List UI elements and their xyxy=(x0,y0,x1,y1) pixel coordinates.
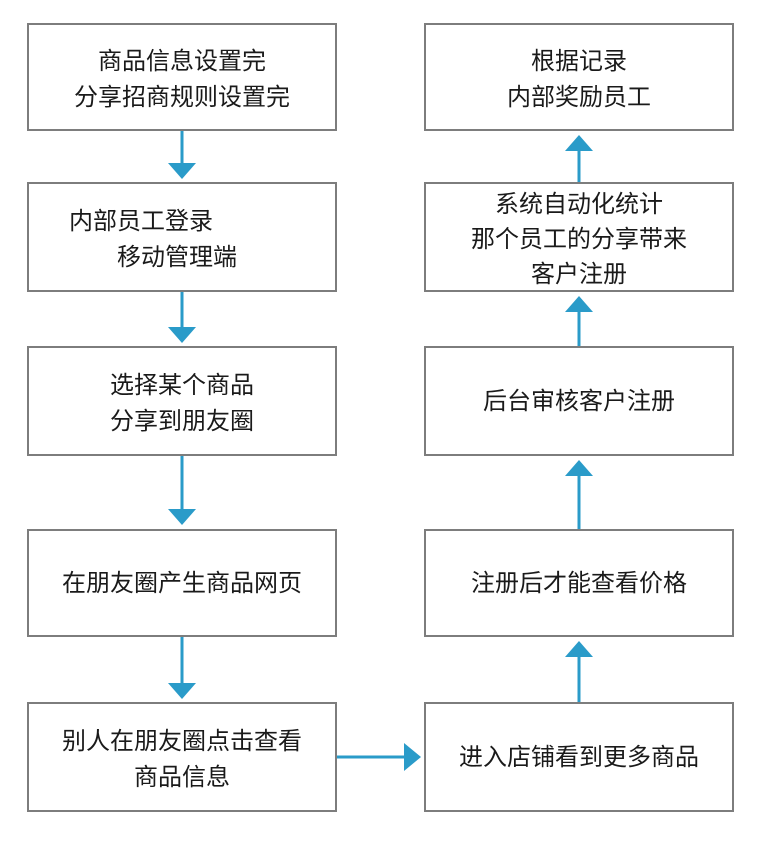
arrow-up-2 xyxy=(565,460,593,529)
node-text: 那个员工的分享带来 xyxy=(471,225,687,253)
arrow-up-3 xyxy=(565,296,593,346)
node-text: 客户注册 xyxy=(531,260,627,288)
node-select-product: 选择某个商品 分享到朋友圈 xyxy=(27,346,337,456)
node-text: 注册后才能查看价格 xyxy=(471,569,687,597)
node-employee-login: 内部员工登录 移动管理端 xyxy=(27,182,337,292)
node-auto-stats: 系统自动化统计 那个员工的分享带来 客户注册 xyxy=(424,182,734,292)
node-text: 进入店铺看到更多商品 xyxy=(459,743,699,771)
node-text: 内部员工登录 xyxy=(69,207,213,235)
arrow-up-4 xyxy=(565,135,593,182)
node-product-setup: 商品信息设置完 分享招商规则设置完 xyxy=(27,23,337,131)
node-text: 系统自动化统计 xyxy=(495,190,663,218)
node-click-view: 别人在朋友圈点击查看 商品信息 xyxy=(27,702,337,812)
arrow-down-2 xyxy=(168,292,196,343)
node-text: 分享招商规则设置完 xyxy=(74,83,290,111)
node-register-price: 注册后才能查看价格 xyxy=(424,529,734,637)
arrow-right xyxy=(337,743,421,771)
node-text: 分享到朋友圈 xyxy=(110,407,254,435)
arrow-down-3 xyxy=(168,456,196,525)
arrow-down-1 xyxy=(168,131,196,179)
node-text: 选择某个商品 xyxy=(110,371,254,399)
arrow-down-4 xyxy=(168,637,196,699)
node-generate-page: 在朋友圈产生商品网页 xyxy=(27,529,337,637)
node-text: 别人在朋友圈点击查看 xyxy=(62,727,302,755)
node-text: 根据记录 xyxy=(531,47,627,75)
node-text: 商品信息设置完 xyxy=(98,47,266,75)
node-text: 后台审核客户注册 xyxy=(483,387,675,415)
node-text: 商品信息 xyxy=(134,763,230,791)
node-text: 内部奖励员工 xyxy=(507,83,651,111)
node-enter-shop: 进入店铺看到更多商品 xyxy=(424,702,734,812)
arrow-up-1 xyxy=(565,641,593,702)
node-reward: 根据记录 内部奖励员工 xyxy=(424,23,734,131)
node-audit: 后台审核客户注册 xyxy=(424,346,734,456)
node-text: 在朋友圈产生商品网页 xyxy=(62,569,302,597)
node-text: 移动管理端 xyxy=(117,243,237,271)
